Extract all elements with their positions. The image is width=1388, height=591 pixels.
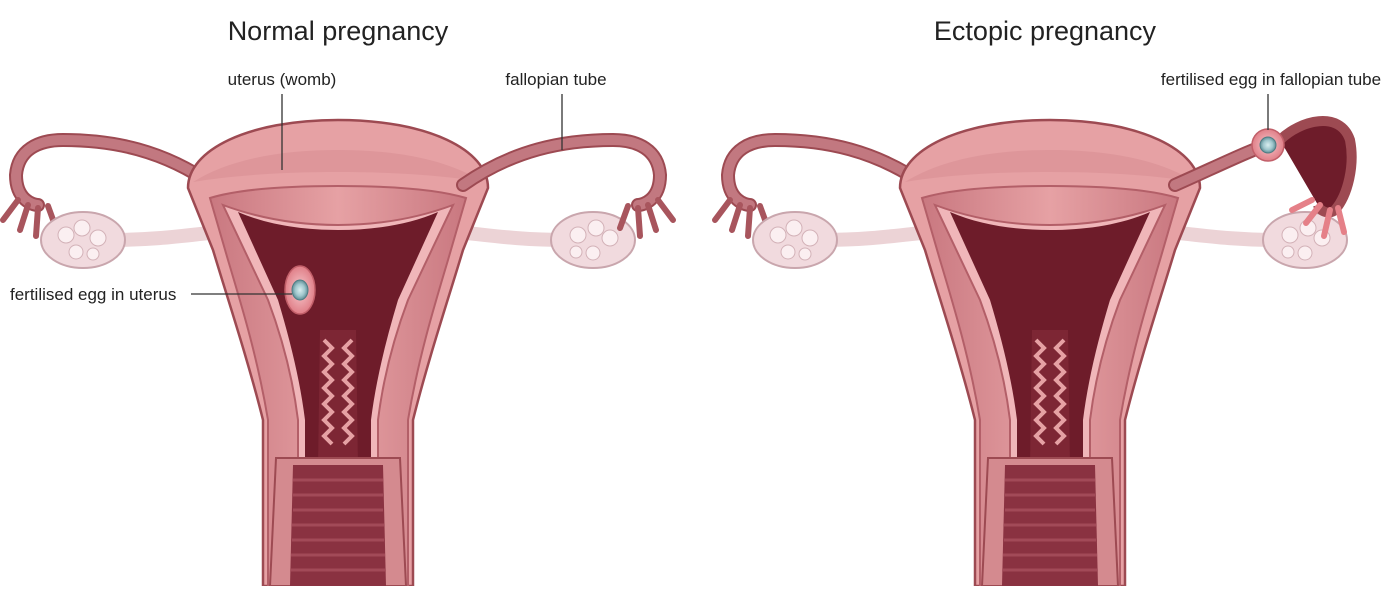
fallopian-tube-label: fallopian tube [505, 70, 606, 89]
ectopic-pregnancy-panel [715, 120, 1352, 586]
ectopic-fertilised-egg [1252, 129, 1284, 161]
ectopic-uterus-illustration [715, 120, 1347, 586]
uterus-label: uterus (womb) [228, 70, 337, 89]
ectopic-pregnancy-title: Ectopic pregnancy [934, 16, 1157, 46]
normal-pregnancy-panel [3, 120, 673, 586]
normal-pregnancy-title: Normal pregnancy [228, 16, 449, 46]
normal-uterus-illustration [3, 120, 635, 586]
egg-in-tube-label: fertilised egg in fallopian tube [1161, 70, 1381, 89]
normal-fertilised-egg [285, 266, 315, 314]
egg-in-uterus-label: fertilised egg in uterus [10, 285, 176, 304]
